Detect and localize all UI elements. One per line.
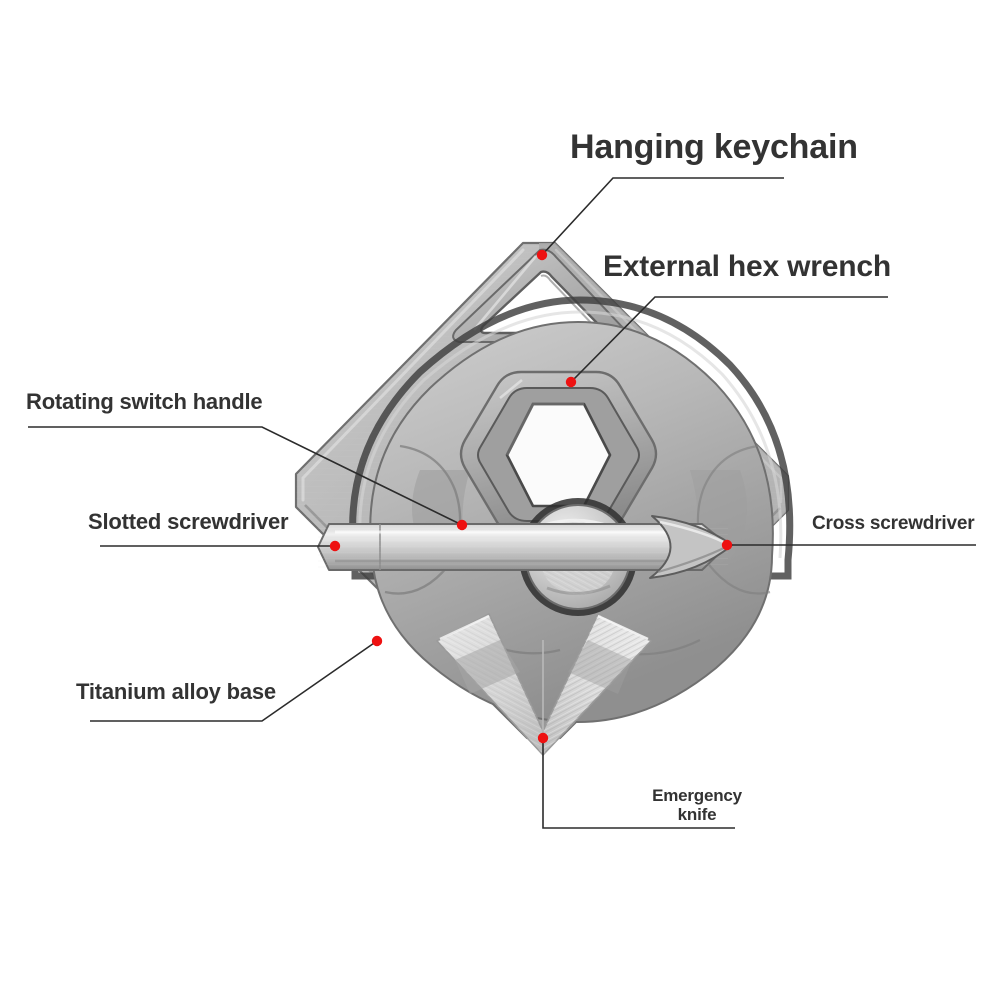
callout-label-cross-screwdriver: Cross screwdriver bbox=[812, 513, 975, 534]
slotted-screwdriver-bar bbox=[317, 523, 729, 571]
callout-label-external-hex-wrench: External hex wrench bbox=[603, 250, 891, 283]
base-lower-notches bbox=[455, 640, 632, 694]
callout-label-rotating-switch-handle: Rotating switch handle bbox=[26, 389, 263, 414]
hex-wrench-opening bbox=[459, 370, 658, 538]
callout-label-hanging-keychain: Hanging keychain bbox=[570, 128, 858, 166]
callout-label-titanium-alloy-base: Titanium alloy base bbox=[76, 679, 276, 704]
callout-label-slotted-screwdriver: Slotted screwdriver bbox=[88, 509, 289, 534]
callout-label-emergency-knife: Emergency knife bbox=[652, 786, 742, 825]
